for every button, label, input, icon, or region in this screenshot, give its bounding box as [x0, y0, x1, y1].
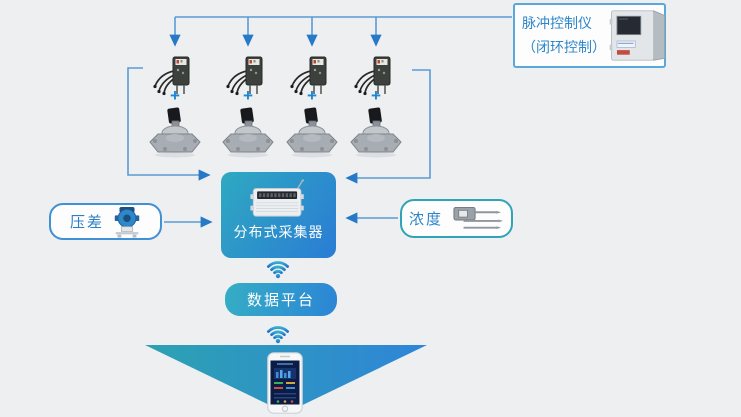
plus-label: +: [170, 86, 180, 105]
pulse-controller-cabinet-image: [606, 7, 670, 64]
concentration-sensor-image: [452, 205, 504, 233]
pulse-controller-box: 脉冲控制仪 （闭环控制）: [513, 3, 666, 68]
valve-group-1: +: [147, 55, 203, 213]
valve-group-4: +: [348, 55, 404, 213]
pulse-valve-icon: [147, 107, 203, 159]
pulse-controller-label: 脉冲控制仪 （闭环控制）: [522, 15, 606, 55]
pressure-box: 压差: [49, 203, 162, 240]
solenoid-coil-icon: [351, 55, 395, 97]
plus-label: +: [307, 86, 317, 105]
platform-label: 数据平台: [246, 292, 315, 309]
pulse-valve-icon: [348, 107, 404, 159]
pulse-valve-icon: [220, 107, 276, 159]
concentration-box: 浓度: [400, 199, 513, 238]
data-collector-device-image: [247, 172, 311, 219]
distributed-collector-box: 分布式采集器: [221, 172, 336, 258]
smartphone-image: [267, 352, 303, 414]
solenoid-coil-icon: [150, 55, 194, 97]
data-platform-box: 数据平台: [225, 283, 337, 316]
pulse-valve-icon: [284, 107, 340, 159]
solenoid-coil-icon: [287, 55, 331, 97]
valve-group-2: +: [220, 55, 276, 213]
solenoid-coil-icon: [223, 55, 267, 97]
plus-label: +: [243, 86, 253, 105]
plus-label: +: [371, 86, 381, 105]
pressure-label: 压差: [69, 214, 104, 231]
concentration-label: 浓度: [408, 211, 443, 228]
wifi-icon: [262, 255, 294, 279]
valve-group-3: +: [284, 55, 340, 213]
collector-label: 分布式采集器: [233, 224, 324, 240]
wifi-icon: [262, 320, 294, 344]
pressure-transmitter-image: [113, 206, 141, 238]
